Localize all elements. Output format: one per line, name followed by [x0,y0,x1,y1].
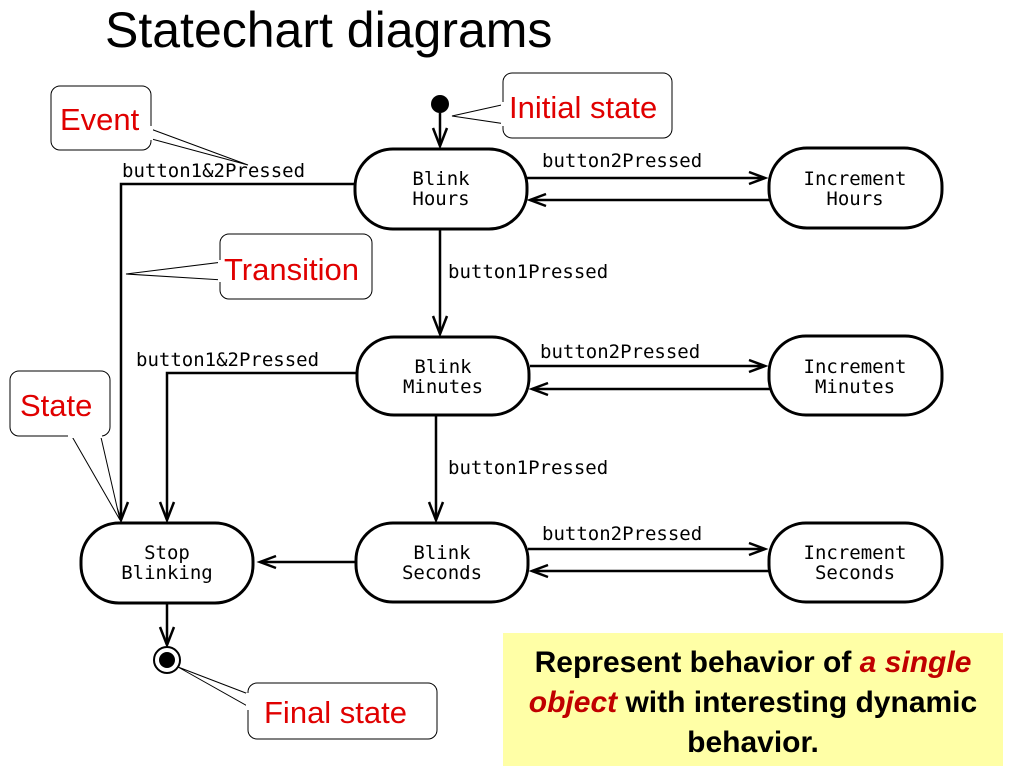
callout-event: Event [50,85,249,166]
callout-transition: Transition [125,233,373,300]
state-label-line2: Hours [412,188,469,210]
transition-seconds-to-stop [256,554,357,570]
transition-stop-to-final [158,603,176,649]
callout-initial-state-text: Initial state [509,90,657,125]
state-label-line2: Minutes [815,376,895,398]
callout-final-state-text: Final state [264,695,407,730]
state-label-line2: Blinking [121,562,213,584]
state-label-line1: Stop [144,542,190,564]
page-title: Statechart diagrams [105,2,553,58]
state-label-line1: Increment [804,542,907,564]
transition-seconds-to-increment [528,541,769,557]
event-label-minutes-b2: button2Pressed [540,341,700,363]
transition-increment-to-minutes [528,381,770,397]
state-label-line2: Minutes [403,376,483,398]
final-state [153,646,181,674]
transition-minutes-to-stop [158,371,358,524]
callout-state-text: State [20,388,92,423]
state-label-line1: Blink [412,168,470,190]
transition-hours-to-increment [527,170,769,186]
state-label-line2: Hours [826,188,883,210]
callout-initial-state: Initial state [451,72,673,139]
initial-transition-arrowhead [431,127,449,150]
state-label-line1: Increment [804,168,907,190]
event-label-minutes-both: button1&2Pressed [136,349,319,371]
state-label-line1: Increment [804,356,907,378]
event-label-hours-b1: button1Pressed [448,261,608,283]
transition-increment-to-seconds [528,563,770,579]
callout-event-text: Event [60,102,140,137]
transition-minutes-to-increment [530,358,769,374]
event-label-seconds-b2: button2Pressed [542,523,702,545]
transition-hours-to-minutes [431,229,449,338]
state-label-line1: Blink [414,356,472,378]
state-label-line2: Seconds [402,562,482,584]
transition-minutes-to-seconds [427,416,445,524]
callout-transition-text: Transition [224,252,359,287]
note-text-part1: Represent behavior of [534,646,860,679]
callout-final-state: Final state [177,666,438,740]
note-text-part3: with interesting dynamic behavior. [617,686,978,759]
initial-state [431,95,449,113]
event-label-hours-both: button1&2Pressed [122,160,305,182]
state-label-line1: Blink [413,542,471,564]
callout-state: State [9,370,121,521]
description-note: Represent behavior of a single object wi… [503,633,1003,766]
note-emphasis: a single object [528,646,972,719]
event-label-minutes-b1: button1Pressed [448,457,608,479]
state-label-line2: Seconds [815,562,895,584]
transition-increment-to-hours [526,192,770,208]
event-label-hours-b2: button2Pressed [542,150,702,172]
